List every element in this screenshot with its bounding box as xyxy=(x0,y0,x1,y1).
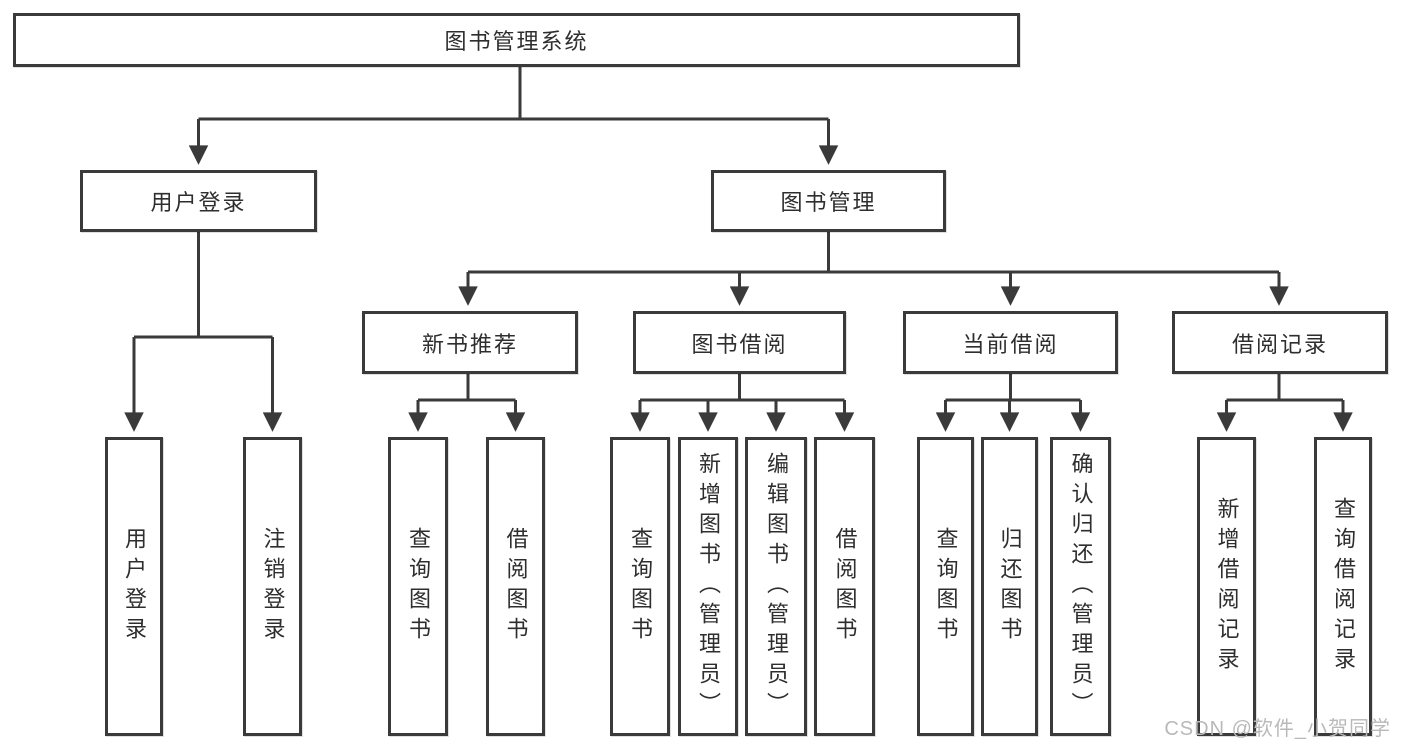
leaf-br-query-borrow-record: 查询借阅记录 xyxy=(1314,437,1372,736)
node-new-book-recommend: 新书推荐 xyxy=(362,311,578,374)
node-book-borrowing: 图书借阅 xyxy=(633,311,846,374)
leaf-bb-edit-books-admin: 编辑图书（管理员） xyxy=(745,437,807,736)
node-user-login: 用户登录 xyxy=(80,170,317,232)
node-label: 借阅记录 xyxy=(1231,331,1328,357)
leaf-label: 确认归还（管理员） xyxy=(1068,451,1094,722)
leaf-label: 新增借阅记录 xyxy=(1214,496,1240,677)
leaf-br-add-borrow-record: 新增借阅记录 xyxy=(1197,437,1256,736)
leaf-nbr-borrow-books: 借阅图书 xyxy=(486,437,545,736)
node-current-borrowing: 当前借阅 xyxy=(903,311,1118,374)
node-borrow-records: 借阅记录 xyxy=(1172,311,1388,374)
node-library-management-system: 图书管理系统 xyxy=(13,13,1020,67)
leaf-bb-query-books: 查询图书 xyxy=(610,437,670,736)
node-label: 图书管理系统 xyxy=(444,29,589,54)
node-label: 新书推荐 xyxy=(421,331,518,357)
watermark: CSDN @软件_小贺同学 xyxy=(1164,718,1391,740)
node-book-management: 图书管理 xyxy=(711,170,946,232)
leaf-cb-return-books: 归还图书 xyxy=(981,437,1038,736)
leaf-logout-login: 注销登录 xyxy=(243,437,302,736)
leaf-label: 查询图书 xyxy=(406,526,431,647)
leaf-label: 用户登录 xyxy=(122,526,147,647)
node-label: 图书管理 xyxy=(780,190,877,215)
leaf-label: 归还图书 xyxy=(997,526,1023,647)
leaf-label: 新增图书（管理员） xyxy=(696,451,721,722)
node-label: 当前借阅 xyxy=(962,331,1059,357)
leaf-label: 编辑图书（管理员） xyxy=(764,451,789,722)
leaf-user-login: 用户登录 xyxy=(105,437,163,736)
leaf-bb-add-books-admin: 新增图书（管理员） xyxy=(678,437,738,736)
leaf-label: 借阅图书 xyxy=(832,526,858,647)
leaf-label: 借阅图书 xyxy=(503,526,529,647)
leaf-label: 查询借阅记录 xyxy=(1331,496,1356,677)
node-label: 图书借阅 xyxy=(691,331,788,357)
leaf-label: 注销登录 xyxy=(260,526,286,647)
leaf-bb-borrow-books: 借阅图书 xyxy=(814,437,875,736)
leaf-cb-confirm-return-admin: 确认归还（管理员） xyxy=(1050,437,1111,736)
leaf-nbr-query-books: 查询图书 xyxy=(388,437,448,736)
node-label: 用户登录 xyxy=(150,190,247,215)
leaf-label: 查询图书 xyxy=(628,526,653,647)
leaf-cb-query-books: 查询图书 xyxy=(917,437,974,736)
leaf-label: 查询图书 xyxy=(933,526,959,647)
